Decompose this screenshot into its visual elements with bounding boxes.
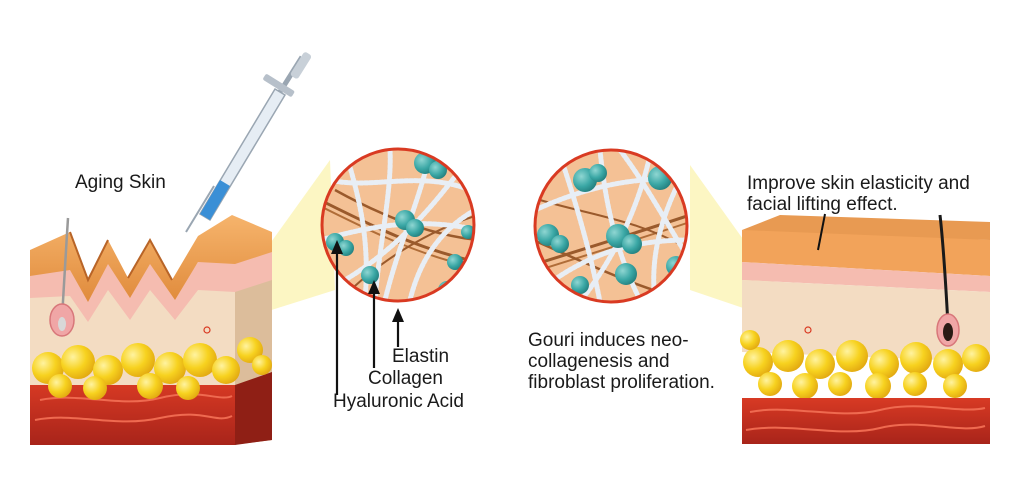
syringe-icon [185,52,312,233]
label-collagen: Collagen [368,368,443,389]
label-hyaluronic-acid: Hyaluronic Acid [333,391,464,412]
hair-follicle-icon [49,217,75,337]
magnified-aging-dermis [320,147,476,303]
improved-skin-block [740,213,990,444]
annotation-arrows [331,240,404,395]
label-aging-skin: Aging Skin [75,172,166,193]
hair-follicle-icon [936,214,960,347]
aging-skin-block [30,215,272,445]
label-gouri-effect: Gouri induces neo-collagenesis and fibro… [528,330,715,393]
magnified-treated-dermis [533,148,689,304]
label-improve-elasticity: Improve skin elasticity and facial lifti… [747,173,970,215]
label-elastin: Elastin [392,346,450,367]
